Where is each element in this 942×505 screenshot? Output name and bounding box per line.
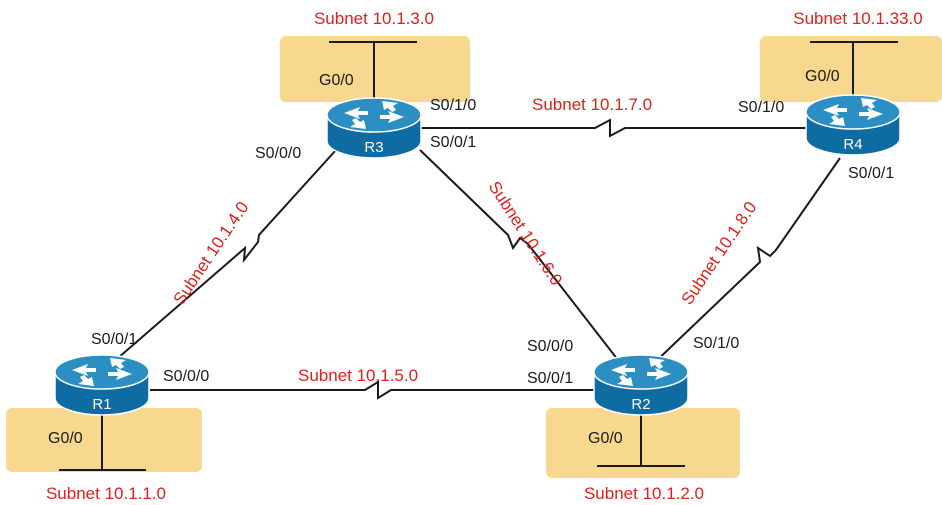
lan-box-r4: [760, 36, 942, 102]
router-name-r1: R1: [92, 396, 111, 413]
intf-label-r4-s0-0-1: S0/0/1: [848, 165, 894, 182]
wan-link-r1-r2: [150, 380, 595, 400]
wan-link-r2-r4: [651, 157, 841, 366]
intf-label-r1-g0-0: G0/0: [48, 430, 83, 447]
lan-segment-r3: [329, 41, 417, 108]
intf-label-r3-s0-0-1: S0/0/1: [430, 134, 476, 151]
router-name-r4: R4: [843, 136, 862, 153]
intf-label-r2-s0-0-1: S0/0/1: [527, 370, 573, 387]
wan-link-r1-r3: [117, 149, 337, 359]
intf-label-r2-s0-1-0: S0/1/0: [693, 335, 739, 352]
intf-label-r4-s0-1-0: S0/1/0: [738, 99, 784, 116]
lan-box-r1: [6, 408, 202, 472]
router-r2: R2: [593, 354, 689, 416]
router-name-r3: R3: [364, 139, 383, 156]
subnet-label-r3-lan: Subnet 10.1.3.0: [314, 9, 434, 28]
intf-label-r1-s0-0-0: S0/0/0: [163, 368, 209, 385]
router-r4: R4: [805, 94, 901, 156]
intf-label-r4-g0-0: G0/0: [805, 68, 840, 85]
subnet-label-r2-lan: Subnet 10.1.2.0: [584, 484, 704, 503]
intf-label-r3-s0-1-0: S0/1/0: [430, 97, 476, 114]
subnet-label-10-1-6-0: Subnet 10.1.6.0: [485, 178, 566, 289]
lan-box-r2: [546, 408, 740, 478]
router-r1: R1: [54, 354, 150, 416]
subnet-label-10-1-8-0: Subnet 10.1.8.0: [678, 198, 761, 308]
subnet-label-10-1-7-0: Subnet 10.1.7.0: [532, 95, 652, 114]
subnet-label-10-1-5-0: Subnet 10.1.5.0: [298, 366, 418, 385]
wan-link-r3-r4: [420, 118, 806, 138]
subnet-label-r4-lan: Subnet 10.1.33.0: [793, 9, 923, 28]
router-r3: R3: [326, 97, 422, 159]
router-name-r2: R2: [631, 396, 650, 413]
intf-label-r1-s0-0-1: S0/0/1: [91, 331, 137, 348]
wan-link-r3-r2: [419, 149, 619, 361]
intf-label-r3-s0-0-0: S0/0/0: [255, 145, 301, 162]
intf-label-r3-g0-0: G0/0: [319, 72, 354, 89]
intf-label-r2-g0-0: G0/0: [588, 430, 623, 447]
subnet-label-r1-lan: Subnet 10.1.1.0: [46, 484, 166, 503]
lan-segment-r1: [59, 405, 146, 471]
intf-label-r2-s0-0-0: S0/0/0: [527, 338, 573, 355]
